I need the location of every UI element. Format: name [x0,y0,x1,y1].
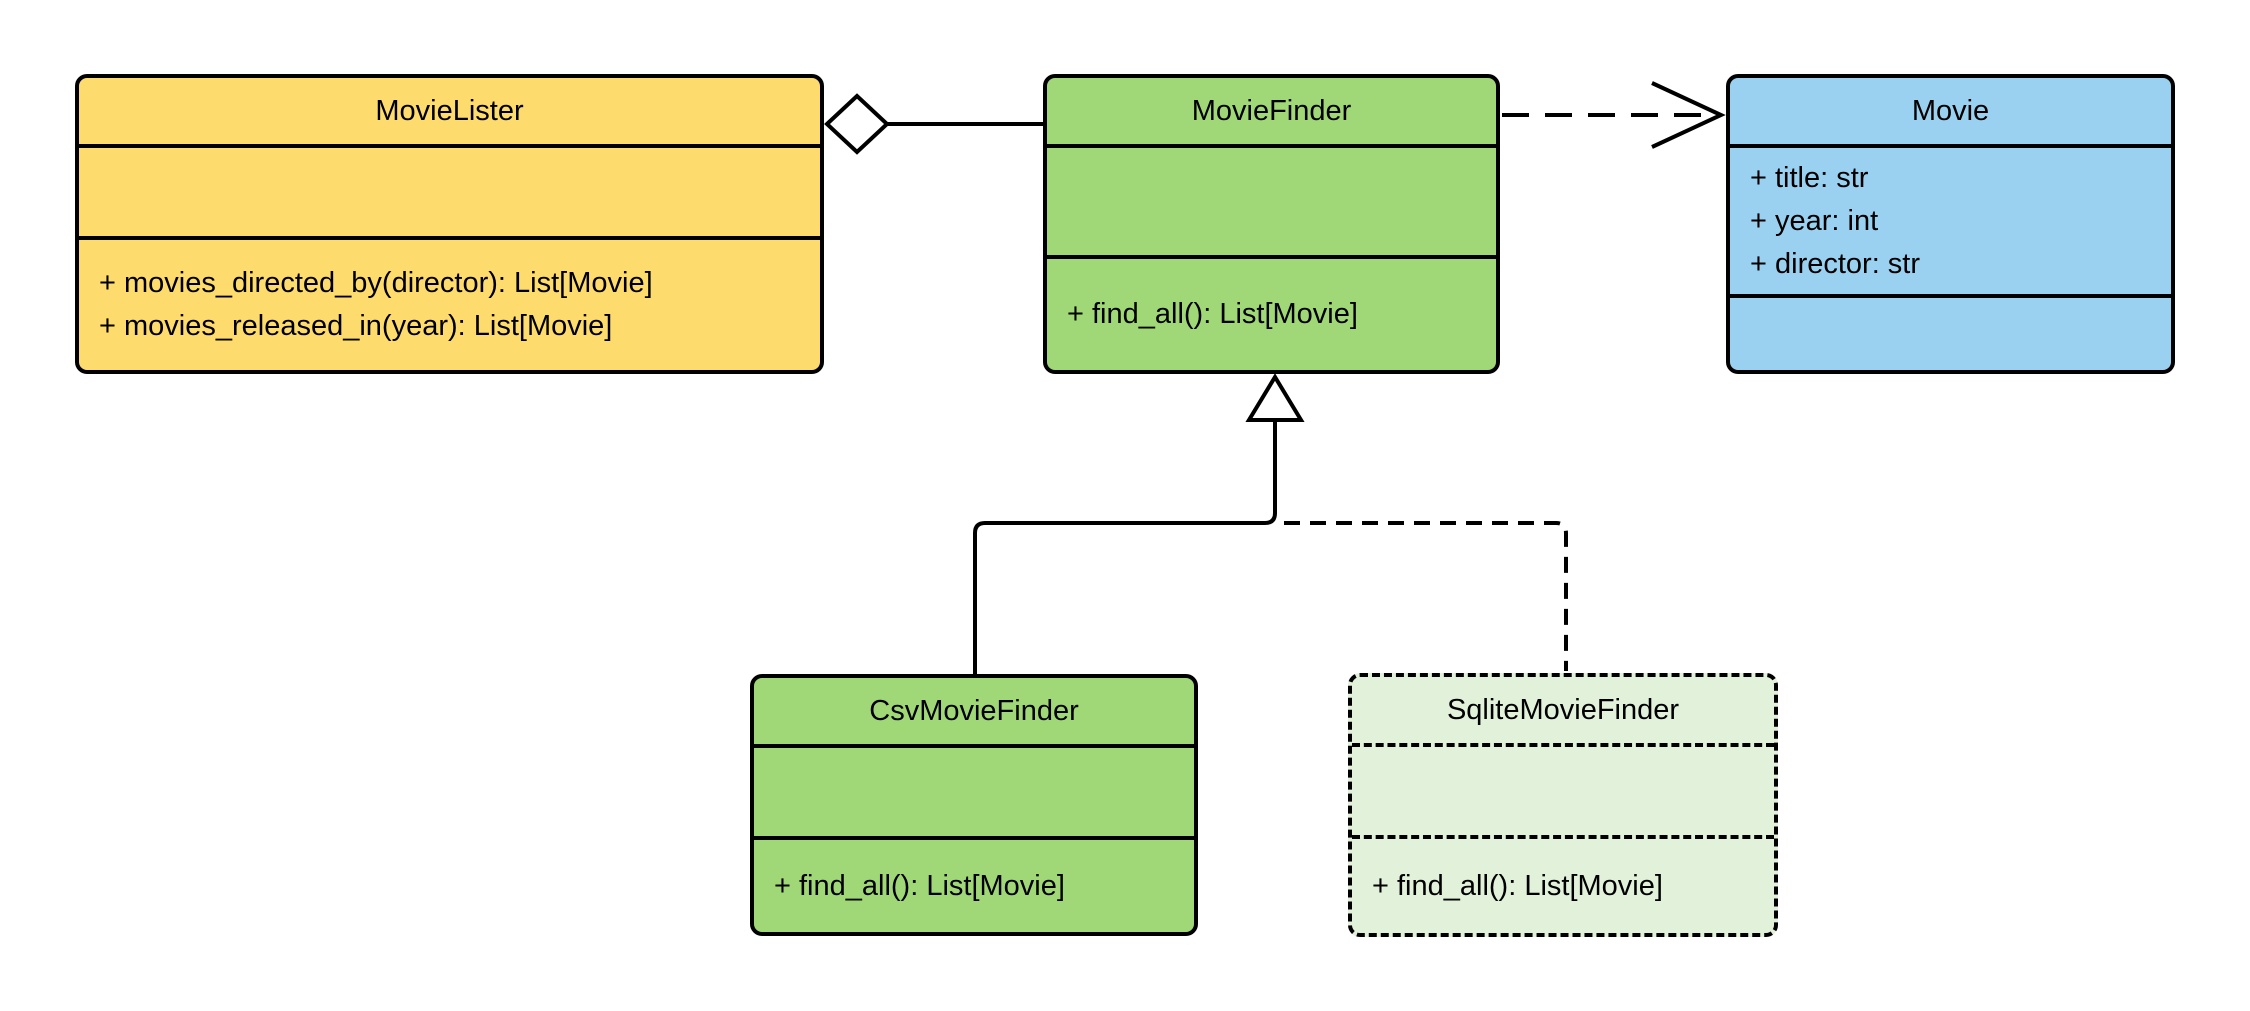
class-box-csvmoviefinder: CsvMovieFinder + find_all(): List[Movie] [750,674,1198,936]
generalization-dashed-line [1284,521,1568,671]
class-box-moviefinder: MovieFinder + find_all(): List[Movie] [1043,74,1500,374]
dependency-open-arrowhead-icon [1651,81,1726,149]
generalization-triangle-icon [1245,373,1305,422]
class-box-sqlitemoviefinder: SqliteMovieFinder + find_all(): List[Mov… [1348,673,1778,937]
class-title: CsvMovieFinder [869,694,1079,727]
methods-compartment: + find_all(): List[Movie] [1352,835,1774,933]
class-title: MovieFinder [1191,94,1352,127]
attributes-compartment [1352,743,1774,835]
aggregation-diamond-icon [824,93,890,155]
methods-compartment: + movies_directed_by(director): List[Mov… [79,236,820,370]
aggregation-connector [824,93,1043,155]
attributes-compartment [79,144,820,236]
class-title: MovieLister [375,94,524,127]
attributes-compartment [754,744,1194,836]
generalization-solid-line [973,421,1277,674]
generalization-solid-connector [973,373,1305,674]
attribute-label: + year: int [1750,204,1879,237]
methods-compartment: + find_all(): List[Movie] [754,836,1194,932]
attribute-label: + title: str [1750,161,1869,194]
dependency-connector [1502,81,1726,149]
method-label: + find_all(): List[Movie] [774,869,1065,902]
attributes-compartment: + title: str + year: int + director: str [1730,144,2171,294]
method-label: + movies_released_in(year): List[Movie] [99,310,613,342]
class-title: SqliteMovieFinder [1446,693,1680,726]
methods-compartment [1730,294,2171,370]
generalization-dashed-connector [1284,521,1568,671]
class-title: Movie [1911,94,1990,127]
method-label: + movies_directed_by(director): List[Mov… [99,267,653,299]
method-label: + find_all(): List[Movie] [1372,869,1663,902]
attribute-label: + director: str [1750,247,1921,280]
attributes-compartment [1047,144,1496,255]
method-label: + find_all(): List[Movie] [1067,298,1358,330]
class-box-movielister: MovieLister + movies_directed_by(directo… [75,74,824,374]
class-box-movie: Movie + title: str + year: int + directo… [1726,74,2175,374]
methods-compartment: + find_all(): List[Movie] [1047,255,1496,370]
